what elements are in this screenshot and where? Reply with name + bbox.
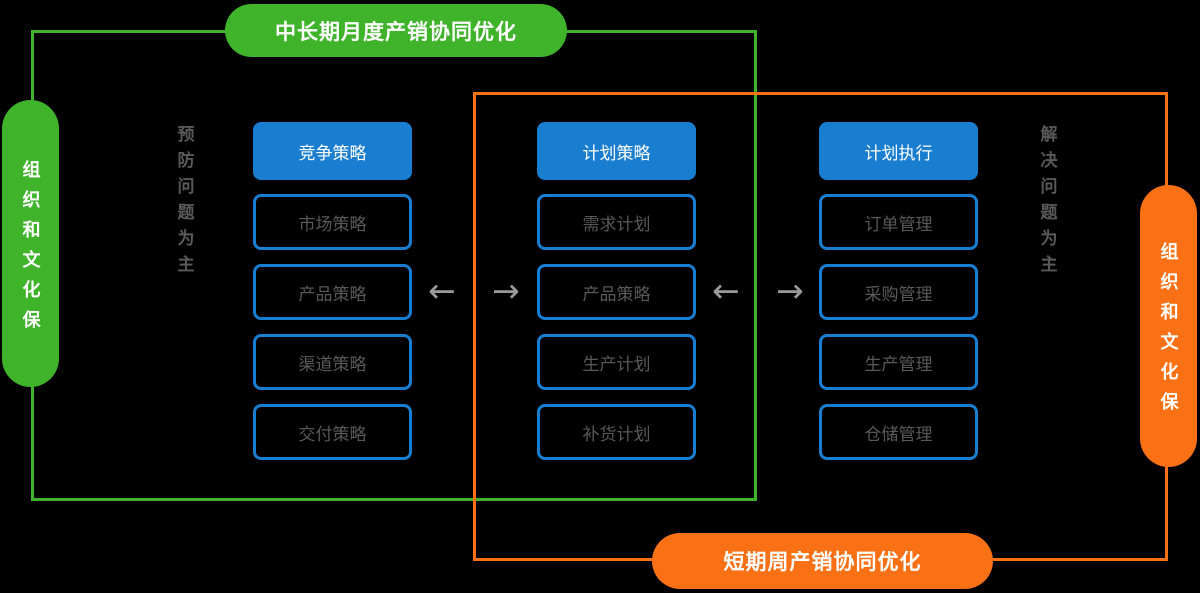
column-item: 生产计划 [537,334,696,390]
org-culture-left-banner: 组织和文化保 [2,100,59,387]
midterm-banner-label: 中长期月度产销协同优化 [275,20,517,44]
column-item: 市场策略 [253,194,412,250]
right-arrow-icon: → [492,271,520,310]
solving-note: 解决问题为主 [1029,105,1065,291]
column-item: 产品策略 [537,264,696,320]
plan-execution-column: 计划执行 订单管理 采购管理 生产管理 仓储管理 [819,122,978,460]
column-item: 采购管理 [819,264,978,320]
shortterm-banner: 短期周产销协同优化 [652,533,993,589]
left-arrow-icon: ← [428,271,456,310]
prevention-note: 预防问题为主 [166,105,202,291]
midterm-banner: 中长期月度产销协同优化 [225,4,567,57]
prevention-note-text: 预防问题为主 [174,124,194,281]
column-header: 计划执行 [819,122,978,180]
column-item: 交付策略 [253,404,412,460]
left-arrow-icon: ← [712,271,740,310]
column-item: 补货计划 [537,404,696,460]
column-item: 产品策略 [253,264,412,320]
column-item: 需求计划 [537,194,696,250]
solving-note-text: 解决问题为主 [1037,124,1057,281]
competition-strategy-column: 竞争策略 市场策略 产品策略 渠道策略 交付策略 [253,122,412,460]
right-arrow-icon: → [776,271,804,310]
org-culture-right-label: 组织和文化保 [1158,242,1179,422]
planning-strategy-column: 计划策略 需求计划 产品策略 生产计划 补货计划 [537,122,696,460]
shortterm-banner-label: 短期周产销协同优化 [723,551,922,574]
org-culture-left-label: 组织和文化保 [20,159,41,340]
column-header: 竞争策略 [253,122,412,180]
column-item: 渠道策略 [253,334,412,390]
org-culture-right-banner: 组织和文化保 [1140,185,1197,467]
column-header: 计划策略 [537,122,696,180]
column-item: 仓储管理 [819,404,978,460]
column-item: 订单管理 [819,194,978,250]
column-item: 生产管理 [819,334,978,390]
